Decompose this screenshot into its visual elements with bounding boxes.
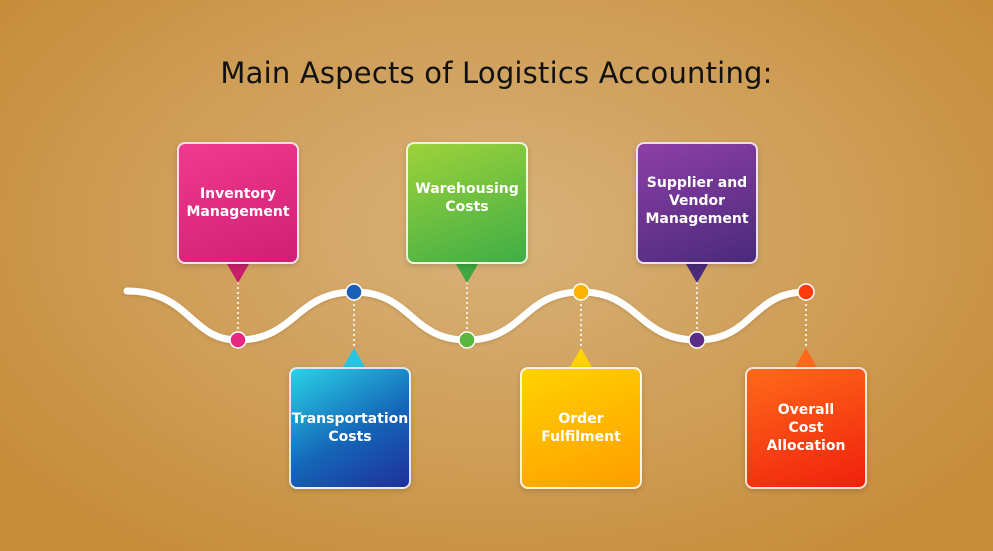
card-label-line: Order — [558, 411, 604, 427]
card-label-line: Inventory — [199, 186, 277, 202]
pointer-inventory — [227, 264, 249, 283]
card-label-line: Transportation — [291, 411, 409, 427]
dot-warehousing — [458, 331, 476, 349]
card-order-fulfilment: Order Fulfilment — [520, 367, 642, 489]
card-label-line: Fulfilment — [541, 429, 621, 445]
card-label-line: Management — [186, 204, 290, 220]
dot-supplier — [688, 331, 706, 349]
card-label-line: Vendor — [668, 193, 726, 209]
pointer-warehousing — [456, 264, 478, 283]
card-overall-cost-allocation: Overall Cost Allocation — [745, 367, 867, 489]
card-label: Overall Cost Allocation — [767, 401, 846, 455]
card-warehousing-costs: Warehousing Costs — [406, 142, 528, 264]
card-label: Order Fulfilment — [541, 410, 621, 446]
card-inventory-management: Inventory Management — [177, 142, 299, 264]
card-label-line: Overall — [777, 402, 835, 418]
card-label-line: Costs — [445, 199, 489, 215]
pointer-overall — [795, 348, 817, 367]
card-label: Inventory Management — [186, 185, 289, 221]
pointer-supplier — [686, 264, 708, 283]
card-label-line: Allocation — [766, 438, 846, 454]
card-label-line: Supplier and — [646, 175, 748, 191]
dot-transportation — [345, 283, 363, 301]
pointer-transportation — [343, 348, 365, 367]
dot-order — [572, 283, 590, 301]
card-transportation-costs: Transportation Costs — [289, 367, 411, 489]
pointer-order — [570, 348, 592, 367]
card-label: Transportation Costs — [292, 410, 408, 446]
dot-inventory — [229, 331, 247, 349]
card-label-line: Management — [645, 211, 749, 227]
card-supplier-vendor-management: Supplier and Vendor Management — [636, 142, 758, 264]
page-title: Main Aspects of Logistics Accounting: — [220, 56, 773, 90]
connectors — [237, 282, 807, 350]
card-label-line: Cost — [788, 420, 824, 436]
dot-overall — [797, 283, 815, 301]
card-label-line: Warehousing — [415, 181, 519, 197]
card-label: Warehousing Costs — [415, 180, 518, 216]
card-label-line: Costs — [328, 429, 372, 445]
card-label: Supplier and Vendor Management — [645, 174, 748, 228]
